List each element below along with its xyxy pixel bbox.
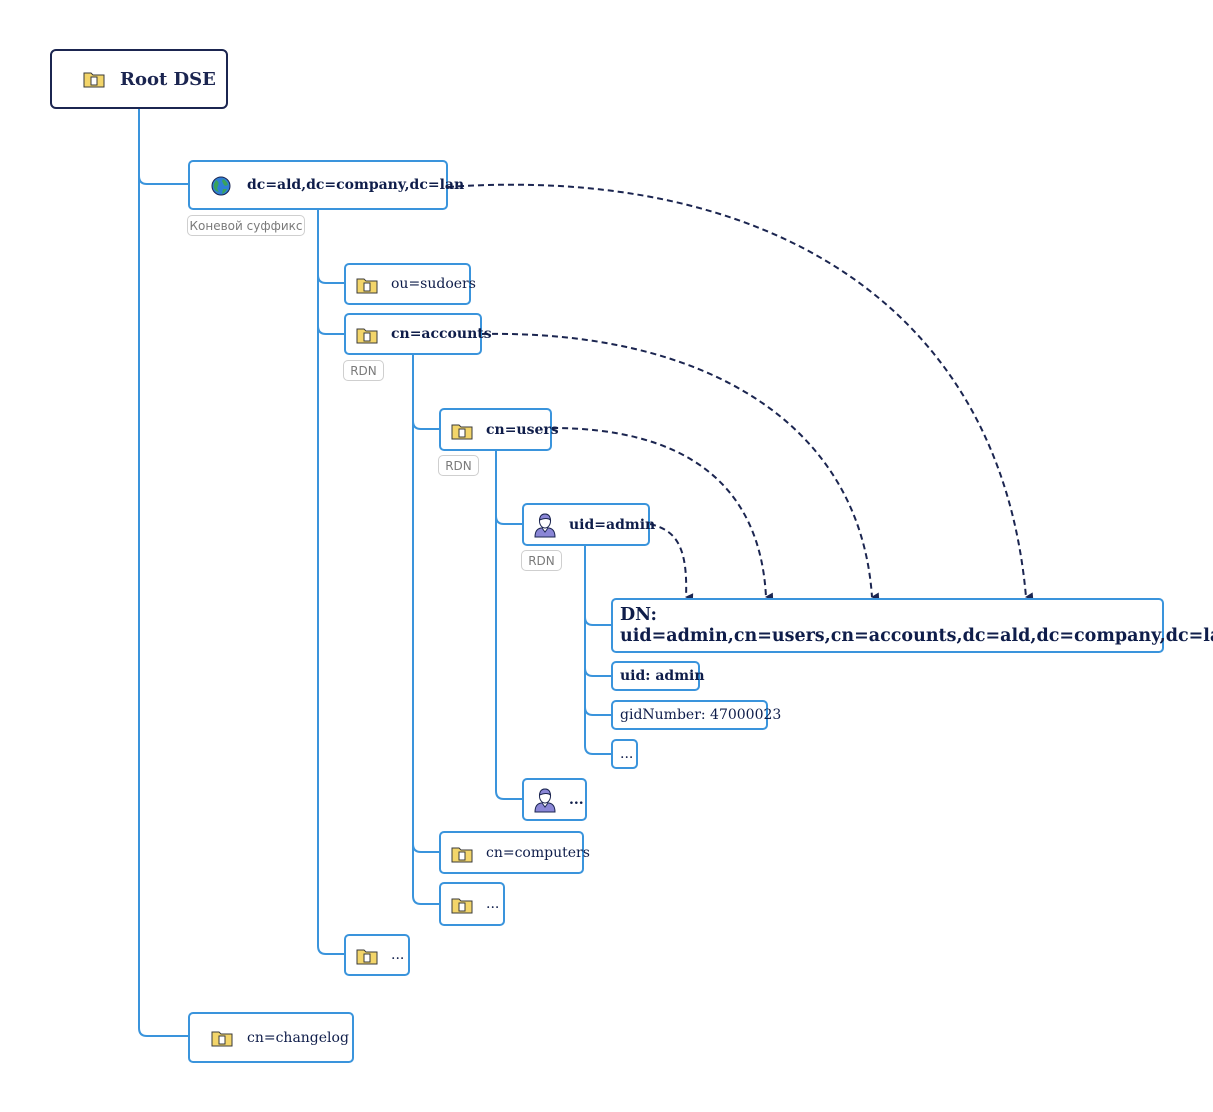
user-icon: [534, 513, 556, 538]
attr-more[interactable]: ...: [611, 739, 638, 769]
tree-line-users: [495, 451, 523, 800]
folder-icon: [83, 72, 105, 88]
node-label: ou=sudoers: [391, 276, 476, 292]
dn-title: DN:: [620, 604, 658, 625]
dn-arrow-accounts: [481, 332, 880, 601]
node-label: cn=changelog: [247, 1029, 349, 1046]
dn-arrow-suffix: [447, 183, 1034, 601]
tree-line-suffix-sudoers: [317, 274, 345, 284]
node-label: uid=admin: [569, 516, 656, 533]
node-changelog[interactable]: cn=changelog: [188, 1012, 354, 1063]
node-computers[interactable]: cn=computers: [439, 831, 590, 874]
folder-icon: [356, 278, 378, 294]
node-suffix[interactable]: dc=ald,dc=company,dc=lan: [188, 160, 464, 210]
node-user-more[interactable]: ...: [522, 778, 587, 821]
folder-icon: [356, 949, 378, 965]
node-label: ...: [569, 791, 584, 808]
attr-uid[interactable]: uid: admin: [611, 661, 705, 691]
tree-line-accounts: [412, 355, 440, 905]
node-sudoers[interactable]: ou=sudoers: [344, 263, 476, 305]
dn-arrow-admin: [649, 523, 694, 602]
tree-line-admin-gid: [584, 706, 612, 716]
folder-icon: [451, 898, 473, 914]
accounts-tag: RDN: [343, 360, 384, 381]
node-accounts-more[interactable]: ...: [439, 882, 505, 926]
folder-icon: [451, 424, 473, 440]
tree-line-admin-dn: [584, 616, 612, 626]
folder-icon: [211, 1031, 233, 1047]
tree-line-root: [138, 109, 189, 1037]
dn-value: uid=admin,cn=users,cn=accounts,dc=ald,dc…: [620, 625, 1213, 646]
node-label: cn=computers: [486, 844, 590, 861]
tree-line-admin: [584, 546, 612, 755]
node-suffix-more[interactable]: ...: [344, 934, 410, 976]
attr-label: uid: admin: [620, 668, 705, 684]
node-label: cn=accounts: [391, 326, 492, 342]
folder-icon: [356, 328, 378, 344]
node-label: cn=users: [486, 421, 559, 438]
user-icon: [534, 788, 556, 813]
node-accounts[interactable]: cn=accounts: [344, 313, 492, 355]
folder-icon: [451, 847, 473, 863]
node-root-dse[interactable]: Root DSE: [50, 49, 228, 109]
globe-icon: [211, 176, 231, 196]
tree-line-accounts-users: [412, 420, 440, 430]
node-label: Root DSE: [120, 68, 216, 90]
node-users[interactable]: cn=users: [439, 408, 559, 451]
tree-line-root-suffix: [138, 175, 189, 185]
dn-box[interactable]: DN: uid=admin,cn=users,cn=accounts,dc=al…: [611, 598, 1213, 653]
attr-gid[interactable]: gidNumber: 47000023: [611, 700, 781, 730]
dn-arrow-users: [551, 427, 774, 601]
tree-line-admin-uid: [584, 667, 612, 677]
suffix-tag: Коневой суффикс: [187, 215, 305, 236]
tree-line-accounts-computers: [412, 843, 440, 853]
node-label: ...: [486, 896, 500, 912]
attr-label: gidNumber: 47000023: [620, 707, 782, 723]
tree-line-users-admin: [495, 515, 523, 525]
admin-tag: RDN: [521, 550, 562, 571]
tree-line-suffix: [317, 210, 345, 955]
attr-label: ...: [620, 746, 634, 762]
tree-line-suffix-accounts: [317, 325, 345, 335]
node-label: ...: [391, 947, 405, 963]
users-tag: RDN: [438, 455, 479, 476]
node-admin[interactable]: uid=admin: [522, 503, 655, 546]
node-label: dc=ald,dc=company,dc=lan: [247, 177, 465, 193]
